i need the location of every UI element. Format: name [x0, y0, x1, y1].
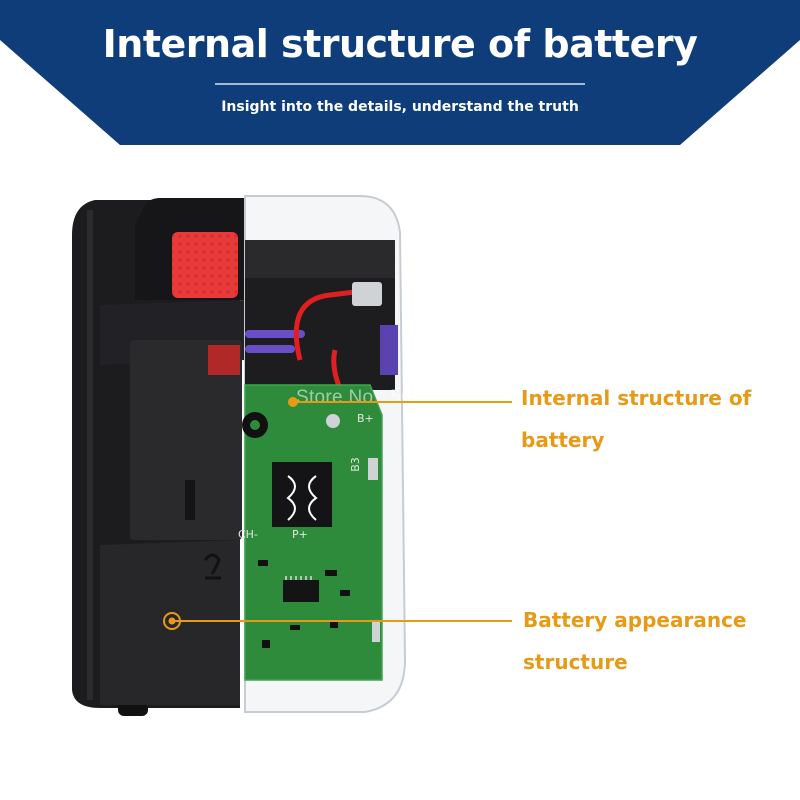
store-watermark: Store No.: 5600150: [296, 387, 467, 408]
callout-internal-line1: Internal structure of: [521, 386, 752, 410]
page-subtitle: Insight into the details, understand the…: [221, 99, 579, 115]
pcb-marking-b-plus: B+: [357, 412, 374, 425]
callout-appearance-structure: Battery appearance structure: [523, 599, 747, 683]
header-banner: [0, 0, 800, 145]
pcb-board: [245, 385, 382, 680]
pcb-marking-b3: B3: [348, 457, 362, 472]
page-title: Internal structure of battery: [102, 22, 698, 66]
callout-appearance-line1: Battery appearance: [523, 608, 747, 632]
callout-appearance-line2: structure: [523, 650, 628, 674]
callout-internal-structure: Internal structure of battery: [521, 377, 751, 461]
pcb-marking-ch-minus: CH-: [238, 528, 258, 541]
callout-internal-line2: battery: [521, 428, 605, 452]
wire-connector: [352, 282, 382, 306]
pcb-marking-p-plus: P+: [292, 528, 308, 541]
